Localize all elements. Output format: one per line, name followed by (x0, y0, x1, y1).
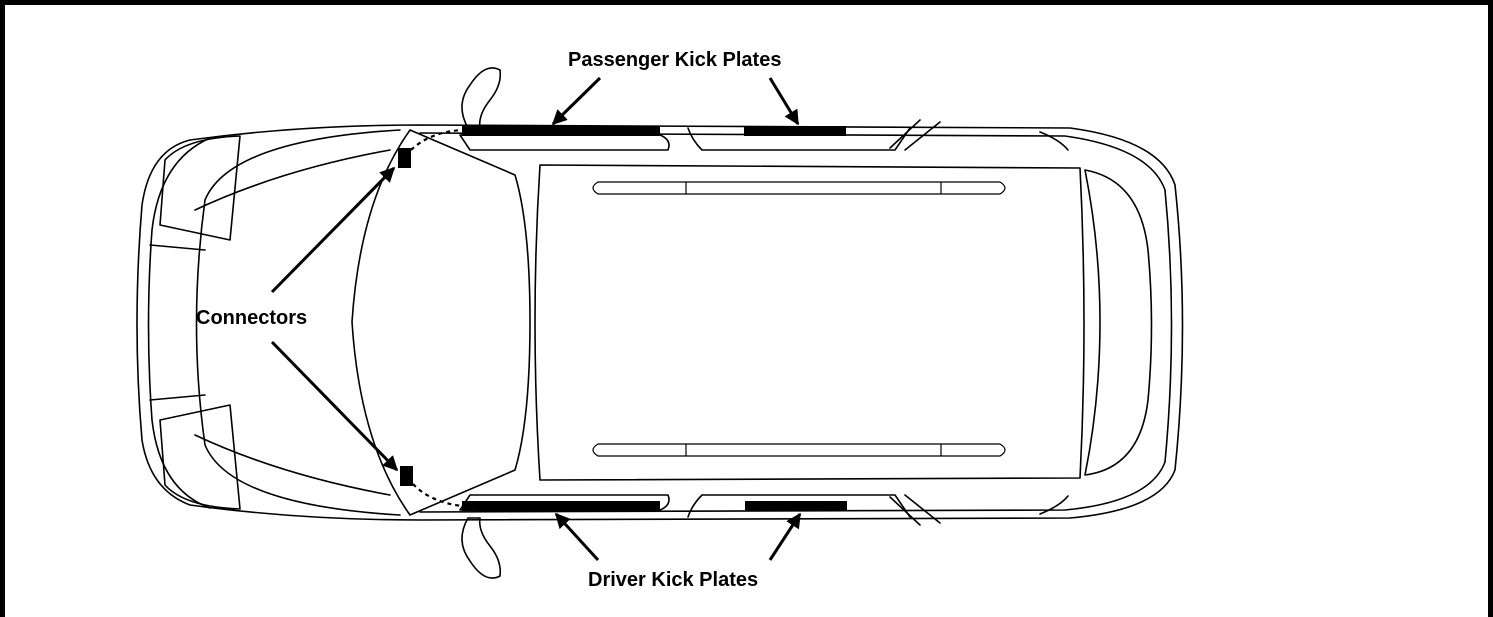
van-body (136, 124, 1184, 521)
connector-bottom (400, 466, 413, 486)
rear-quarter-line-top-2 (904, 121, 941, 151)
side-windows-bottom (459, 494, 941, 526)
rear-quarter-line-top-1 (889, 119, 921, 149)
rear-hatch (1039, 131, 1153, 515)
passenger-kick-plates-label: Passenger Kick Plates (568, 49, 781, 71)
sliding-door-top (687, 127, 911, 151)
front-end (147, 135, 241, 510)
arrow-passenger-rear (768, 77, 800, 126)
hood-crease-top (194, 149, 391, 211)
arrow-driver-rear (768, 512, 802, 561)
hood-outline (195, 129, 401, 516)
rear-pillar-top (1039, 131, 1069, 151)
driver-kick-plate-front (462, 501, 660, 511)
roof (534, 164, 1085, 481)
connector-top (398, 148, 411, 168)
wire-bottom (412, 483, 463, 508)
passenger-kick-plate-rear (744, 126, 846, 136)
mirror-top (461, 67, 502, 129)
driver-kick-plates-label: Driver Kick Plates (588, 569, 758, 591)
roof-rail-bottom (592, 443, 1006, 457)
sliding-door-bottom (687, 494, 911, 518)
headlight-bottom (159, 404, 241, 510)
headlight-top (159, 135, 241, 241)
rear-quarter-line-bottom-1 (889, 496, 921, 526)
connectors-label: Connectors (196, 307, 307, 329)
grille-line-top (149, 244, 206, 251)
van-outer-outline (136, 124, 1184, 521)
rear-window (1084, 169, 1153, 476)
side-windows-top (459, 119, 941, 151)
rear-quarter-line-bottom-2 (904, 494, 941, 524)
roof-outline (534, 164, 1085, 481)
hood-crease-bottom (194, 434, 391, 496)
driver-kick-plate-rear (745, 501, 847, 511)
arrow-passenger-front (551, 76, 602, 126)
front-bumper (147, 137, 211, 509)
arrow-connector-bottom (270, 340, 399, 472)
arrow-connector-top (270, 166, 396, 294)
mirror-bottom (461, 517, 502, 579)
arrow-driver-front (554, 512, 600, 562)
wire-top (410, 128, 463, 151)
front-door-window-bottom (459, 494, 670, 511)
van-inner-outline (419, 132, 1173, 513)
front-door-window-top (459, 134, 670, 151)
callout-arrows (270, 76, 802, 562)
passenger-kick-plate-front (462, 126, 660, 136)
windshield (351, 129, 531, 516)
hood (194, 129, 531, 516)
roof-rail-top (592, 181, 1006, 195)
grille-line-bottom (149, 394, 206, 401)
rear-pillar-bottom (1039, 495, 1069, 515)
